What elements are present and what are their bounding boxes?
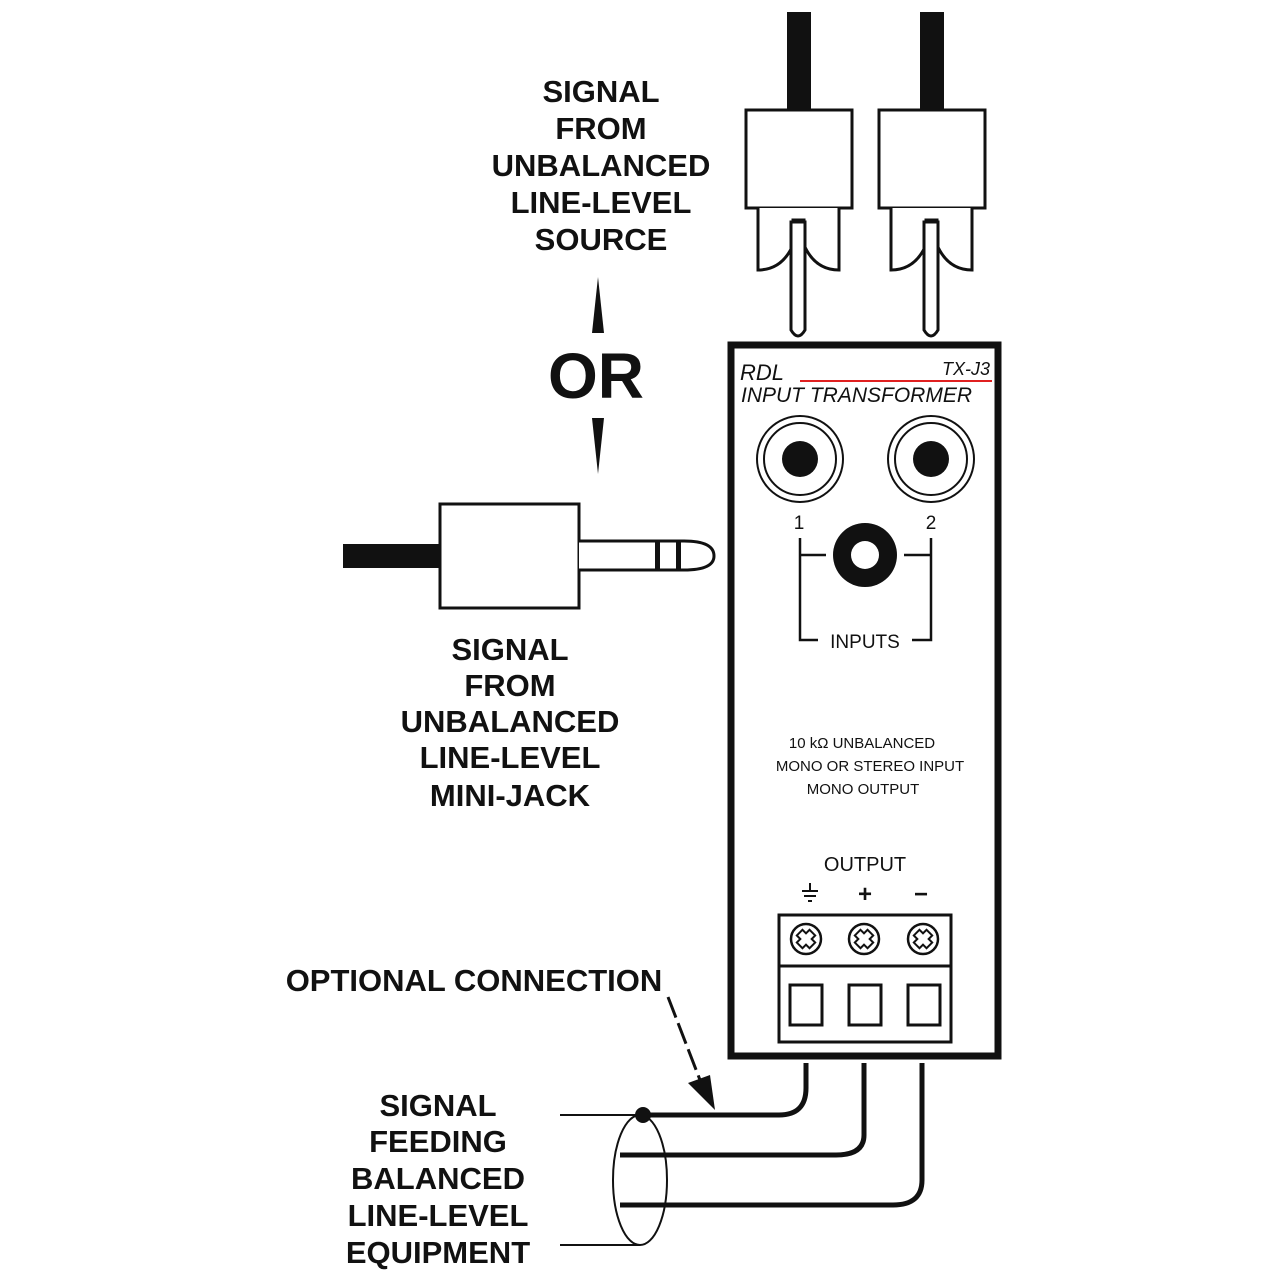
spec-line-1: 10 kΩ UNBALANCED	[789, 735, 935, 752]
balanced-destination-label: SIGNAL FEEDING BALANCED LINE-LEVEL EQUIP…	[346, 1088, 530, 1270]
output-label: OUTPUT	[824, 854, 906, 876]
input-1-label: 1	[794, 513, 805, 534]
minus-symbol: −	[914, 881, 928, 908]
rca-cable-2	[920, 12, 944, 110]
minijack-source-line-2: FROM	[464, 668, 555, 703]
screw-icon	[906, 922, 940, 956]
spec-line-2: MONO OR STEREO INPUT	[776, 758, 964, 775]
minijack-source-line-3: UNBALANCED	[401, 704, 620, 739]
mini-jack-tip	[579, 539, 716, 572]
screw-icon	[789, 922, 823, 956]
destination-line-3: BALANCED	[351, 1161, 525, 1196]
wire-shield	[645, 1063, 809, 1118]
rca-plug-shell-2	[889, 208, 974, 272]
rca-plug-2	[877, 12, 987, 338]
inputs-label: INPUTS	[830, 632, 900, 653]
mini-jack-socket[interactable]	[833, 523, 897, 587]
destination-line-1: SIGNAL	[379, 1088, 496, 1123]
top-source-line-5: SOURCE	[535, 222, 668, 257]
mini-jack-ring-2	[676, 541, 681, 570]
top-source-line-3: UNBALANCED	[492, 148, 711, 183]
terminal-port-minus	[906, 983, 942, 1027]
rca-plug-shell-1	[756, 208, 841, 272]
model-label: TX-J3	[942, 359, 990, 379]
destination-line-4: LINE-LEVEL	[348, 1198, 529, 1233]
terminal-screws[interactable]	[789, 922, 940, 956]
rca-jack-2[interactable]	[887, 415, 975, 503]
rca-jack-1[interactable]	[756, 415, 844, 503]
input-2-label: 2	[926, 513, 937, 534]
balanced-cable	[560, 1114, 668, 1246]
or-arrow-down	[592, 418, 604, 474]
rca-plug-pin-1	[789, 220, 807, 338]
mini-jack-plug	[343, 502, 716, 610]
inputs-bracket	[798, 538, 933, 642]
mini-jack-ring-1	[655, 541, 660, 570]
rca-plug-1	[744, 12, 854, 338]
terminal-port-plus	[847, 983, 883, 1027]
plus-symbol: +	[858, 881, 872, 908]
minijack-source-line-4: LINE-LEVEL	[420, 740, 601, 775]
minijack-source-label: SIGNAL FROM UNBALANCED LINE-LEVEL MINI-J…	[401, 632, 620, 813]
wire-plus	[620, 1063, 867, 1158]
shield-junction-dot	[635, 1107, 651, 1123]
rca-plug-body-1	[744, 108, 854, 210]
ground-symbol-icon	[802, 883, 818, 902]
rca-cable-1	[787, 12, 811, 110]
destination-line-2: FEEDING	[369, 1124, 507, 1159]
minijack-source-line-5: MINI-JACK	[430, 778, 591, 813]
top-source-line-1: SIGNAL	[542, 74, 659, 109]
minijack-source-line-1: SIGNAL	[451, 632, 568, 667]
wire-minus	[620, 1063, 925, 1208]
brand-label: RDL	[740, 360, 784, 385]
device-name: INPUT TRANSFORMER	[741, 384, 972, 407]
mini-jack-body	[438, 502, 581, 610]
top-source-line-4: LINE-LEVEL	[511, 185, 692, 220]
rca-plug-body-2	[877, 108, 987, 210]
top-source-line-2: FROM	[555, 111, 646, 146]
terminal-port-ground	[788, 983, 824, 1027]
or-label: OR	[548, 340, 644, 412]
optional-connection-arrow-line	[666, 996, 702, 1081]
rca-plug-pin-2	[922, 220, 940, 338]
mini-jack-cable	[343, 544, 440, 568]
or-arrow-up	[592, 277, 604, 333]
output-wires	[620, 1063, 925, 1208]
optional-connection-arrowhead	[688, 1075, 715, 1110]
optional-connection-label: OPTIONAL CONNECTION	[286, 963, 663, 998]
terminal-ports[interactable]	[788, 983, 942, 1027]
top-source-label: SIGNAL FROM UNBALANCED LINE-LEVEL SOURCE	[492, 74, 711, 257]
screw-icon	[847, 922, 881, 956]
destination-line-5: EQUIPMENT	[346, 1235, 530, 1270]
spec-line-3: MONO OUTPUT	[807, 781, 920, 798]
